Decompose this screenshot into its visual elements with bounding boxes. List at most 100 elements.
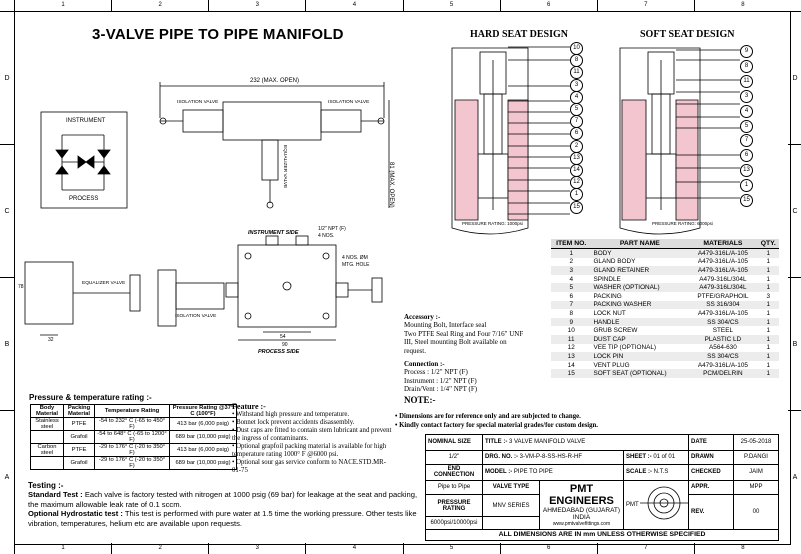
zone-row: A	[788, 410, 801, 543]
parts-cell: A479-316L/A-105	[697, 361, 748, 369]
pressure-cell: -29 to 176° C (-20 to 350° F)	[94, 443, 170, 457]
drawn-label: DRAWN	[688, 449, 734, 466]
npt-holes: 4 NOS.	[318, 233, 335, 239]
parts-cell: 13	[567, 352, 575, 360]
parts-cell: 6	[569, 292, 573, 300]
soft-seat-title: SOFT SEAT DESIGN	[640, 29, 735, 40]
instrument-label: INSTRUMENT	[66, 118, 106, 124]
item-balloon: 10	[570, 42, 583, 55]
pressure-cell: -54 to 648° C (-65 to 1200° F)	[94, 430, 170, 444]
parts-cell: 7	[569, 301, 573, 309]
accessory-line: Two PTFE Seal Ring and Four 7/16" UNF	[404, 329, 524, 338]
rev-value: 00	[733, 494, 779, 530]
zone-ruler-left: D C B A	[0, 11, 14, 543]
accessory-block: Accessory :- Mounting Bolt, Interface se…	[404, 313, 554, 404]
parts-cell: 1	[766, 249, 771, 257]
valve-type-label: VALVE TYPE	[482, 479, 540, 496]
pressure-table: Body Material Packing Material Temperatu…	[30, 404, 237, 470]
parts-cell: SOFT SEAT (OPTIONAL)	[593, 370, 667, 378]
parts-cell: GRUB SCREW	[593, 327, 638, 335]
parts-header-row: ITEM NO. PART NAME MATERIALS QTY.	[551, 239, 779, 249]
item-balloon: 8	[740, 59, 753, 73]
pmt-logo: PMT	[626, 501, 639, 508]
parts-cell: 1	[766, 370, 771, 378]
parts-cell: 1	[766, 352, 771, 360]
zone-col: 8	[693, 0, 791, 11]
rev-label: REV.	[688, 494, 734, 530]
dim-81: 81 (MAX. OPEN)	[388, 162, 394, 208]
pressure-cell: -54 to 232° C (-65 to 450° F)	[94, 417, 170, 431]
standard-test: Standard Test : Each valve is factory te…	[28, 490, 418, 509]
model: MODEL :- PIPE TO PIPE	[482, 464, 624, 481]
parts-cell: SS 304/CS	[707, 318, 739, 326]
zone-row: C	[788, 144, 801, 277]
pressure-row: Grafoil-54 to 648° C (-65 to 1200° F)689…	[30, 430, 237, 444]
parts-header: QTY.	[757, 239, 779, 249]
checked-label: CHECKED	[688, 464, 734, 481]
pressure-heading: Pressure & temperature rating :-	[29, 393, 152, 402]
logo-cell: PMT	[623, 479, 689, 530]
npt-note: 1/2" NPT (F)	[318, 226, 346, 232]
valve-type-value: MNV SERIES	[482, 494, 540, 518]
drawn-value: P.DANGI	[733, 449, 779, 466]
item-balloon: 2	[570, 139, 583, 153]
hard-leaders	[508, 46, 570, 215]
note-block: • Dimensions are for reference only and …	[395, 413, 598, 430]
dim-54: 54	[280, 334, 286, 340]
pressure-header-row: Body Material Packing Material Temperatu…	[30, 404, 237, 418]
zone-row: A	[0, 410, 14, 543]
zone-row: B	[0, 277, 14, 410]
pressure-cell: 689 bar (10,000 psig)	[169, 430, 237, 444]
zone-row: B	[788, 277, 801, 410]
feature-item: • Optional sour gas service conform to N…	[232, 459, 386, 474]
equalizer-valve-side-label: EQUALIZER VALVE	[82, 281, 126, 286]
zone-col: 3	[208, 543, 305, 554]
parts-cell: SS 316/304	[706, 301, 740, 309]
isolation-valve-label-right: ISOLATION VALVE	[328, 100, 370, 105]
parts-cell: 5	[569, 284, 573, 292]
sheet: SHEET :- 01 of 01	[623, 449, 689, 466]
parts-header: ITEM NO.	[551, 239, 592, 249]
parts-cell: 4	[569, 275, 573, 283]
item-balloon: 4	[570, 90, 583, 104]
pressure-header: Temperature Rating	[94, 404, 170, 418]
parts-cell: PCM/DELRIN	[703, 370, 743, 378]
dims-note: ALL DIMENSIONS ARE IN mm UNLESS OTHERWIS…	[425, 528, 779, 542]
parts-cell: 14	[567, 361, 575, 369]
date-value: 25-05-2018	[733, 434, 779, 451]
parts-cell: VEE TIP (OPTIONAL)	[593, 344, 657, 352]
pressure-cell: 413 bar (6,000 psig)	[169, 443, 237, 457]
feature-item: • Dust caps are fitted to contain stem l…	[232, 427, 392, 442]
hard-seat-title: HARD SEAT DESIGN	[470, 29, 568, 40]
instrument-side-label: INSTRUMENT SIDE	[248, 230, 299, 236]
zone-row: C	[0, 144, 14, 277]
zone-col: 2	[111, 543, 208, 554]
parts-cell: STEEL	[712, 327, 734, 335]
zone-col: 8	[693, 543, 791, 554]
pressure-cell: Carbon steel	[30, 443, 64, 457]
nominal-size-label: NOMINAL SIZE	[425, 434, 483, 451]
feature-heading: Feature :-	[232, 402, 266, 411]
parts-cell: PACKING WASHER	[593, 301, 652, 309]
item-balloon: 5	[570, 103, 583, 116]
item-balloon: 13	[570, 151, 583, 165]
parts-cell: A479-316L/304L	[699, 284, 747, 292]
item-balloon: 9	[740, 45, 753, 58]
parts-cell: 1	[766, 284, 771, 292]
connection-line: Drain/Vent : 1/4" NPT (F)	[404, 385, 478, 394]
schematic-box	[40, 111, 128, 209]
accessory-line: III, Steel mounting Bolt available on	[404, 338, 507, 347]
soft-rating: PRESSURE RATING: 6000psi	[652, 221, 713, 226]
item-balloon: 13	[740, 164, 753, 178]
parts-cell: 1	[766, 275, 771, 283]
feature-item: • Optional grapfoil packing material is …	[232, 443, 387, 458]
item-balloon: 11	[740, 74, 753, 88]
pressure-cell: PTFE	[63, 417, 95, 431]
mtg-note: 4 NOS. ØM	[342, 255, 368, 261]
parts-cell: A479-316L/A-105	[697, 309, 748, 317]
parts-cell: BODY	[593, 249, 612, 257]
